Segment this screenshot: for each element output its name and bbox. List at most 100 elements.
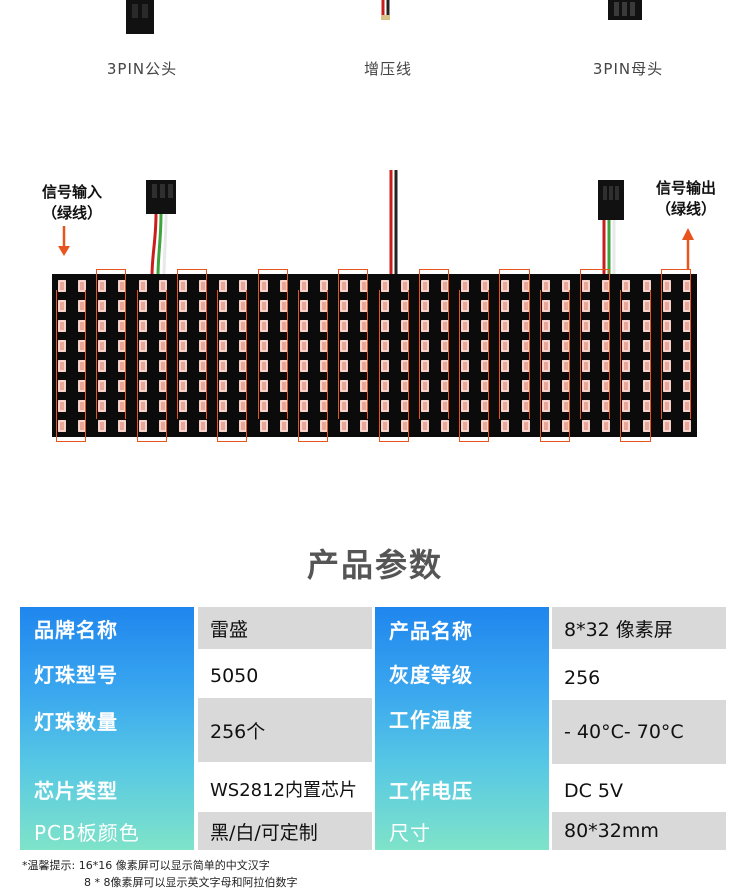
led-pixel bbox=[400, 320, 409, 332]
led-column bbox=[138, 280, 147, 437]
route-bracket bbox=[539, 290, 570, 442]
led-pixel bbox=[239, 400, 248, 412]
led-pixel bbox=[360, 420, 369, 432]
led-pixel bbox=[682, 340, 691, 352]
led-pixel bbox=[259, 400, 268, 412]
led-pixel bbox=[219, 340, 228, 352]
led-pixel bbox=[58, 340, 66, 352]
led-pixel bbox=[501, 360, 510, 372]
led-pixel bbox=[98, 340, 107, 352]
led-pixel bbox=[481, 340, 490, 352]
led-pixel bbox=[682, 360, 691, 372]
led-pixel bbox=[78, 380, 87, 392]
led-column bbox=[501, 280, 510, 437]
female-connector-image bbox=[608, 0, 642, 20]
led-pixel bbox=[58, 320, 66, 332]
led-column bbox=[340, 280, 349, 437]
led-pixel bbox=[380, 300, 389, 312]
led-pixel bbox=[642, 320, 651, 332]
led-pixel bbox=[118, 300, 127, 312]
led-pixel bbox=[340, 420, 349, 432]
led-column bbox=[360, 280, 369, 437]
route-bracket bbox=[56, 290, 87, 442]
param-key-led-model: 灯珠型号 bbox=[34, 662, 118, 687]
led-column bbox=[440, 280, 449, 437]
led-pixel bbox=[420, 420, 429, 432]
led-pixel bbox=[582, 340, 591, 352]
led-pixel bbox=[58, 280, 66, 292]
led-pixel bbox=[219, 300, 228, 312]
param-key-operating-temp: 工作温度 bbox=[389, 707, 473, 732]
booster-wire-image bbox=[381, 0, 390, 20]
led-pixel bbox=[199, 360, 208, 372]
section-title: 产品参数 bbox=[306, 546, 443, 584]
led-pixel bbox=[602, 360, 611, 372]
led-pixel bbox=[682, 320, 691, 332]
led-pixel bbox=[501, 280, 510, 292]
led-column bbox=[481, 280, 490, 437]
led-column bbox=[622, 280, 631, 437]
led-pixel bbox=[440, 340, 449, 352]
param-value-operating-temp: - 40°C- 70°C bbox=[552, 700, 726, 764]
param-value-size: 80*32mm bbox=[552, 812, 726, 850]
led-pixel bbox=[98, 280, 107, 292]
led-pixel bbox=[400, 360, 409, 372]
led-pixel bbox=[138, 360, 147, 372]
led-pixel bbox=[199, 280, 208, 292]
led-pixel bbox=[622, 300, 631, 312]
led-column bbox=[461, 280, 470, 437]
led-pixel bbox=[299, 300, 308, 312]
led-pixel bbox=[98, 400, 107, 412]
led-pixel bbox=[199, 420, 208, 432]
led-pixel bbox=[380, 320, 389, 332]
led-pixel bbox=[58, 400, 66, 412]
led-pixel bbox=[158, 300, 167, 312]
led-pixel bbox=[360, 320, 369, 332]
led-pixel bbox=[642, 380, 651, 392]
led-pixel bbox=[481, 420, 490, 432]
led-pixel bbox=[360, 300, 369, 312]
led-column bbox=[682, 280, 691, 437]
param-key-pcb-color: PCB板颜色 bbox=[34, 820, 140, 845]
led-pixel bbox=[320, 380, 329, 392]
signal-input-label: 信号输入 bbox=[41, 183, 102, 201]
led-pixel bbox=[158, 320, 167, 332]
led-pixel bbox=[78, 300, 87, 312]
route-bracket bbox=[418, 269, 449, 419]
led-pixel bbox=[561, 280, 570, 292]
note-line-2: 8 * 8像素屏可以显示英文字母和阿拉伯数字 bbox=[84, 876, 298, 889]
led-pixel bbox=[461, 280, 470, 292]
led-pixel bbox=[521, 300, 530, 312]
led-pixel bbox=[279, 340, 288, 352]
led-pixel bbox=[138, 340, 147, 352]
led-pixel bbox=[481, 360, 490, 372]
led-pixel bbox=[481, 320, 490, 332]
led-pixel bbox=[299, 420, 308, 432]
led-pixel bbox=[521, 380, 530, 392]
led-pixel bbox=[178, 380, 187, 392]
led-pixel bbox=[279, 400, 288, 412]
led-pixel bbox=[582, 380, 591, 392]
led-pixel bbox=[320, 300, 329, 312]
booster-wire-label: 增压线 bbox=[363, 60, 413, 78]
led-pixel bbox=[158, 380, 167, 392]
param-value-gray-level: 256 bbox=[552, 658, 726, 698]
led-pixel bbox=[602, 340, 611, 352]
led-pixel bbox=[239, 420, 248, 432]
led-pixel bbox=[219, 320, 228, 332]
male-connector-label: 3PIN公头 bbox=[106, 60, 178, 78]
led-pixel bbox=[158, 420, 167, 432]
led-pixel bbox=[98, 300, 107, 312]
route-bracket bbox=[378, 290, 409, 442]
led-pixel bbox=[582, 280, 591, 292]
led-pixel bbox=[320, 420, 329, 432]
led-pixel bbox=[58, 360, 66, 372]
wiring-diagram bbox=[58, 170, 694, 277]
led-pixel bbox=[541, 280, 550, 292]
led-pixel bbox=[662, 400, 671, 412]
led-pixel bbox=[360, 360, 369, 372]
led-pixel bbox=[642, 360, 651, 372]
led-pixel bbox=[602, 300, 611, 312]
led-pixel bbox=[78, 340, 87, 352]
led-pixel bbox=[501, 320, 510, 332]
